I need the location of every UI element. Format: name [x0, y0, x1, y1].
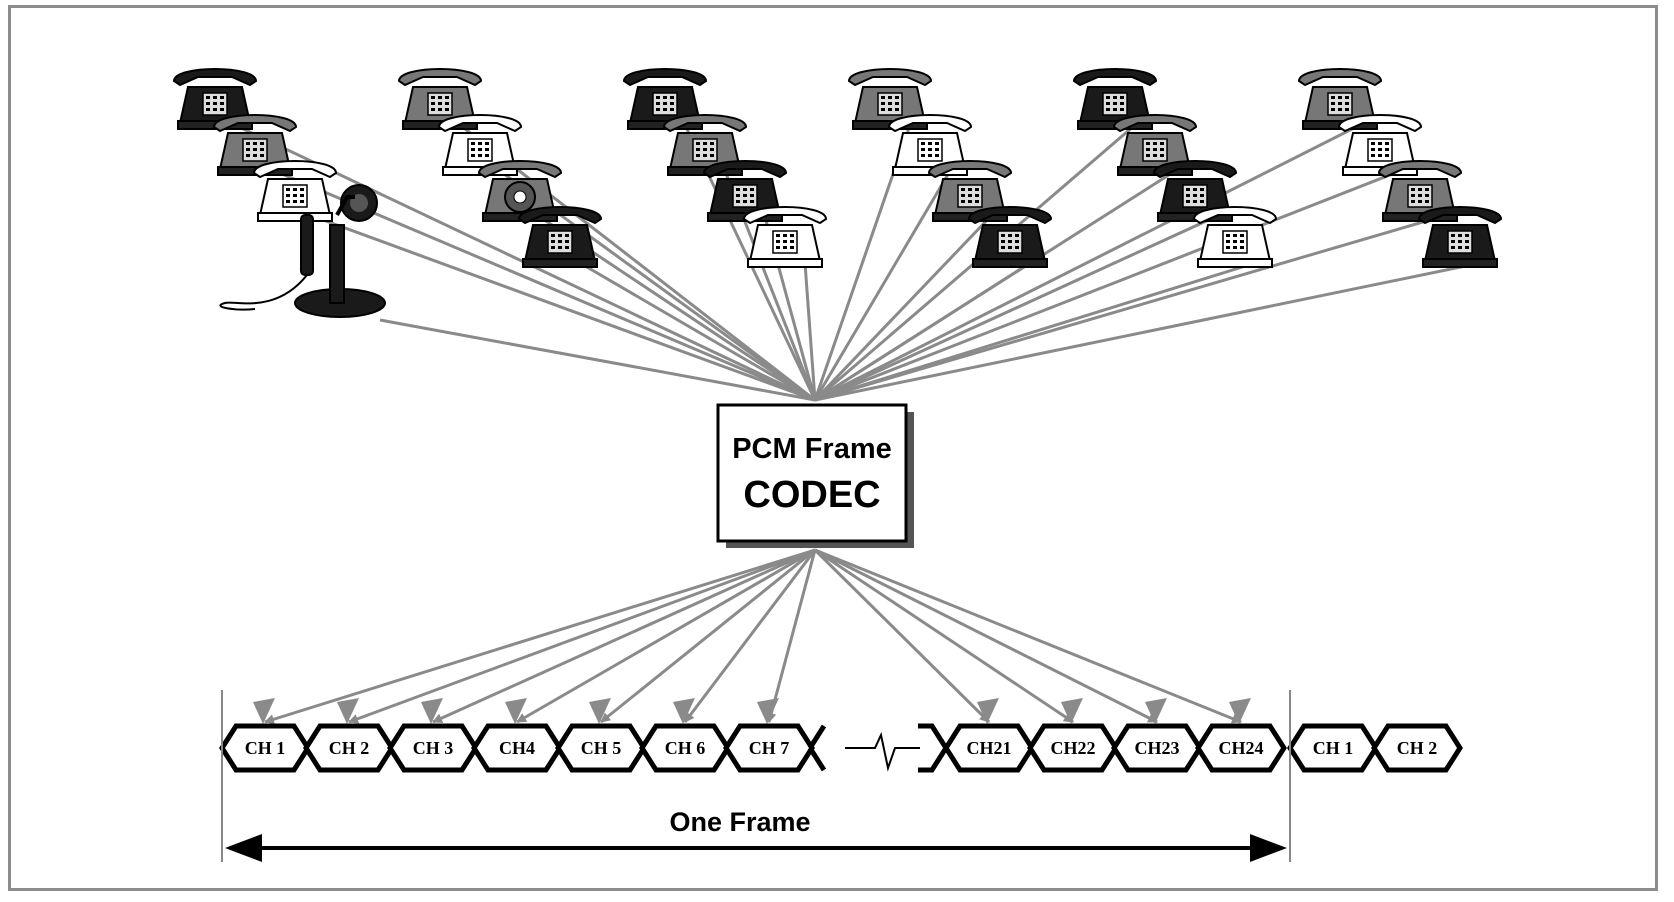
channel-arrow [813, 548, 991, 724]
channel-arrowhead [505, 698, 527, 724]
channel-open-end [918, 723, 949, 773]
channel-label: CH 6 [665, 738, 706, 758]
channel-arrowhead [253, 698, 275, 724]
channel-slot: CH 2 [303, 723, 395, 773]
channel-label: CH 1 [1313, 738, 1354, 758]
channel-slot: CH4 [471, 723, 563, 773]
phone-link-line [814, 169, 1401, 402]
telephone-icon [1417, 206, 1503, 268]
channel-arrowhead [757, 698, 779, 724]
codec-subtitle: CODEC [743, 474, 880, 516]
phone-link-line [814, 215, 1441, 402]
channel-slot: CH 2 [1371, 723, 1463, 773]
channel-arrowhead [421, 698, 443, 724]
channel-arrow [814, 548, 1074, 724]
channel-slot: CH 3 [387, 723, 479, 773]
channel-arrowhead [1061, 698, 1083, 724]
candlestick-telephone-icon [219, 184, 386, 318]
channel-arrow [348, 548, 816, 724]
channel-arrow [600, 548, 816, 724]
telephone-icon [1112, 114, 1198, 176]
telephone-icon [742, 206, 828, 268]
telephone-icon [252, 160, 338, 222]
channel-slot: CH 5 [555, 723, 647, 773]
phone-link-line [379, 318, 816, 402]
channel-label: CH 7 [749, 738, 790, 758]
channel-arrowhead [977, 698, 999, 724]
channel-arrowhead [1229, 698, 1251, 724]
phone-link-line [814, 169, 1176, 402]
channel-arrow [814, 548, 1242, 724]
figure-border [8, 5, 1658, 891]
channel-slot: CH 6 [639, 723, 731, 773]
frame-label: One Frame [669, 807, 810, 837]
phone-link-line [459, 123, 816, 402]
telephone-icon [702, 160, 788, 222]
channel-open-end [807, 724, 827, 772]
break-symbol [845, 731, 920, 772]
channel-label: CH23 [1135, 738, 1180, 758]
channel-arrow [814, 548, 1158, 724]
phone-link-line [579, 261, 816, 402]
frame-dimension-arrow: One Frame [225, 807, 1287, 862]
channel-label: CH22 [1051, 738, 1096, 758]
channel-label: CH 3 [413, 738, 454, 758]
channel-arrow [516, 548, 816, 724]
phone-link-line [813, 215, 992, 402]
phone-link-line [314, 215, 816, 402]
channel-arrow [432, 548, 816, 724]
channel-label: CH 2 [1397, 738, 1438, 758]
channel-slot: CH23 [1111, 723, 1203, 773]
channel-arrowhead [589, 698, 611, 724]
codec-box: PCM Frame CODEC [716, 403, 914, 548]
phone-link-line [814, 123, 1361, 402]
channel-strip: CH 1 CH 2 CH 3 CH4 CH 5 CH 6 CH 7 CH21 CH22 CH23 C… [219, 723, 1463, 773]
channel-arrowhead [1145, 698, 1167, 724]
telephone-icon [1192, 206, 1278, 268]
channel-slot: CH24 [1195, 723, 1287, 773]
phone-link-line [813, 170, 952, 401]
channel-slot: CH 1 [1287, 723, 1379, 773]
channel-slot: CH22 [1027, 723, 1119, 773]
channel-arrow [264, 548, 816, 725]
channel-slot: CH 7 [723, 723, 815, 773]
channel-slot: CH 1 [219, 723, 311, 773]
phone-link-line [803, 262, 817, 401]
channel-label: CH24 [1219, 738, 1264, 758]
telephone-icon [517, 206, 603, 268]
telephone-icon [1072, 68, 1158, 130]
channel-arrow [683, 549, 817, 723]
channel-label: CH 5 [581, 738, 622, 758]
channel-label: CH21 [967, 738, 1012, 758]
phone-link-line [814, 261, 1481, 402]
codec-title: PCM Frame [732, 433, 892, 465]
channel-arrow-lines [253, 548, 1251, 725]
phone-link-line [814, 215, 1216, 402]
channel-arrowhead [673, 698, 695, 724]
telephone-icon [967, 206, 1053, 268]
telephone-group [172, 68, 1503, 268]
channel-slot: CH21 [943, 723, 1035, 773]
channel-label: CH 1 [245, 738, 286, 758]
channel-label: CH4 [499, 738, 535, 758]
channel-arrow [766, 549, 817, 723]
phone-connection-lines [234, 123, 1481, 402]
channel-label: CH 2 [329, 738, 370, 758]
channel-arrowhead [337, 698, 359, 724]
